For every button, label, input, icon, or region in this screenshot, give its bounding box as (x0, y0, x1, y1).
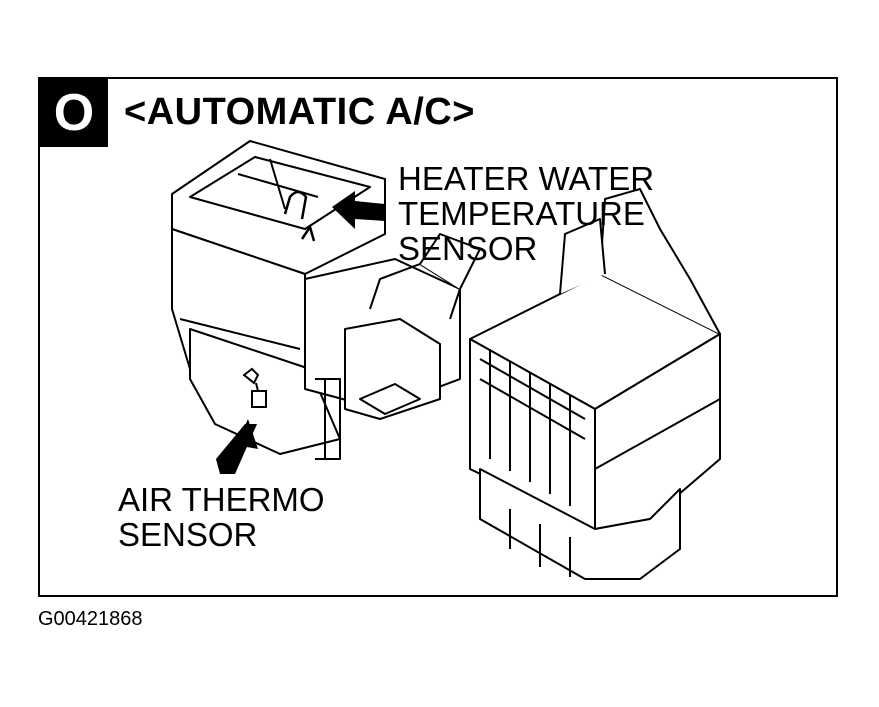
heater-water-temperature-sensor (283, 190, 316, 242)
diagram-title: <AUTOMATIC A/C> (124, 91, 475, 133)
intake-duct (599, 188, 721, 335)
label-air-thermo-sensor: AIR THERMO SENSOR (118, 481, 325, 553)
blower-case-side (594, 333, 721, 530)
label-heater-water-temperature-sensor: HEATER WATER TEMPERATURE SENSOR (398, 160, 655, 267)
air-thermo-sensor (242, 367, 267, 408)
hvac-unit-illustration (171, 140, 721, 580)
figure-id: G00421868 (38, 608, 143, 630)
heater-sensor-arrow (332, 191, 385, 229)
section-badge: O (40, 79, 108, 147)
blower-drum (479, 468, 681, 580)
diagram-frame: O <AUTOMATIC A/C> (38, 77, 838, 597)
